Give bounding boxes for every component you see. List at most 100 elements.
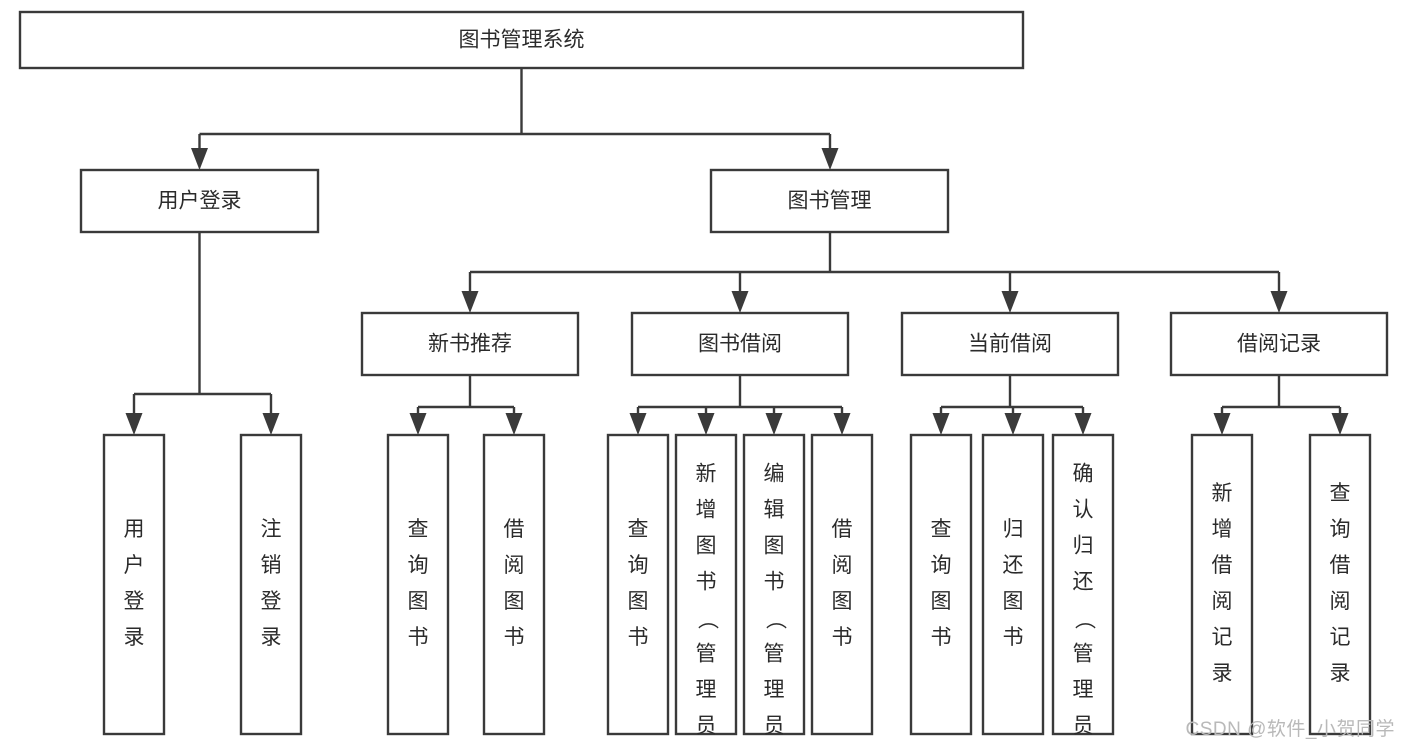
svg-text:还: 还 xyxy=(1003,554,1024,577)
svg-text:询: 询 xyxy=(931,554,952,577)
node-borrow-record-label: 借阅记录 xyxy=(1237,333,1321,356)
leaf-box-borrow-book-1[interactable] xyxy=(482,433,546,736)
svg-text:录: 录 xyxy=(1330,662,1351,685)
node-book-manage-box[interactable] xyxy=(709,168,950,234)
leaf-box-add-book[interactable] xyxy=(674,433,738,736)
arrow-to-leaf-query-book-2 xyxy=(629,413,647,435)
node-book-borrow-label: 图书借阅 xyxy=(698,333,782,356)
svg-text:（: （ xyxy=(1072,609,1095,630)
svg-text:阅: 阅 xyxy=(832,554,853,577)
svg-text:（: （ xyxy=(763,609,786,630)
node-book-manage[interactable]: 图书管理 xyxy=(709,168,950,234)
arrow-to-leaf-logout xyxy=(262,413,280,435)
edge-root-bus xyxy=(198,68,832,156)
svg-text:管: 管 xyxy=(1073,643,1094,666)
svg-text:录: 录 xyxy=(261,626,282,649)
node-user-login[interactable]: 用户登录 xyxy=(79,168,320,234)
svg-text:增: 增 xyxy=(696,499,717,522)
svg-text:辑: 辑 xyxy=(764,499,785,522)
node-root-box[interactable] xyxy=(18,10,1025,70)
svg-text:编: 编 xyxy=(764,463,785,486)
leaf-box-confirm-return[interactable] xyxy=(1051,433,1115,736)
svg-text:确: 确 xyxy=(1073,463,1094,486)
node-current-borrow-label: 当前借阅 xyxy=(968,333,1052,356)
leaf-box-logout[interactable] xyxy=(239,433,303,736)
svg-text:登: 登 xyxy=(261,590,282,613)
arrow-to-leaf-query-book-1 xyxy=(409,413,427,435)
svg-text:用: 用 xyxy=(124,518,145,541)
svg-text:图: 图 xyxy=(504,590,525,613)
svg-text:书: 书 xyxy=(628,626,649,649)
arrow-to-leaf-edit-book xyxy=(765,413,783,435)
svg-text:还: 还 xyxy=(1073,571,1094,594)
node-borrow-record[interactable]: 借阅记录 xyxy=(1169,311,1389,377)
svg-text:员: 员 xyxy=(696,715,717,738)
leaf-box-user-login[interactable] xyxy=(102,433,166,736)
node-book-borrow[interactable]: 图书借阅 xyxy=(630,311,850,377)
svg-text:销: 销 xyxy=(261,554,282,577)
svg-text:理: 理 xyxy=(764,679,785,702)
node-new-book-recommend-box[interactable] xyxy=(360,311,580,377)
svg-text:借: 借 xyxy=(504,518,525,541)
leaf-box-return-book[interactable] xyxy=(981,433,1045,736)
svg-text:员: 员 xyxy=(1073,715,1094,738)
svg-text:记: 记 xyxy=(1330,626,1351,649)
svg-text:借: 借 xyxy=(1330,554,1351,577)
leaf-text-layer: 用户登录注销登录查询图书借阅图书查询图书新增图书（管理员）编辑图书（管理员）借阅… xyxy=(124,463,1351,738)
leaf-box-query-book-3[interactable] xyxy=(909,433,973,736)
svg-text:理: 理 xyxy=(696,679,717,702)
leaf-box-query-book-2[interactable] xyxy=(606,433,670,736)
edge-borrowrecord-bus xyxy=(1220,375,1342,418)
arrow-to-leaf-add-record xyxy=(1213,413,1231,435)
svg-text:借: 借 xyxy=(1212,554,1233,577)
arrow-to-book-manage xyxy=(821,148,839,170)
leaf-box-add-record[interactable] xyxy=(1190,433,1254,736)
svg-text:录: 录 xyxy=(124,626,145,649)
arrow-to-leaf-query-record xyxy=(1331,413,1349,435)
edge-bookmanage-bus xyxy=(468,232,1281,296)
svg-text:图: 图 xyxy=(628,590,649,613)
arrow-to-leaf-add-book xyxy=(697,413,715,435)
svg-text:阅: 阅 xyxy=(1330,590,1351,613)
arrow-to-leaf-confirm-return xyxy=(1074,413,1092,435)
svg-text:阅: 阅 xyxy=(1212,590,1233,613)
svg-text:询: 询 xyxy=(1330,518,1351,541)
arrow-to-book-borrow xyxy=(731,291,749,313)
leaf-box-query-book-1[interactable] xyxy=(386,433,450,736)
svg-text:书: 书 xyxy=(931,626,952,649)
node-book-borrow-box[interactable] xyxy=(630,311,850,377)
leaf-box-query-record[interactable] xyxy=(1308,433,1372,736)
svg-text:借: 借 xyxy=(832,518,853,541)
svg-text:书: 书 xyxy=(504,626,525,649)
leaf-box-edit-book[interactable] xyxy=(742,433,806,736)
node-user-login-box[interactable] xyxy=(79,168,320,234)
svg-text:户: 户 xyxy=(124,554,145,577)
svg-text:查: 查 xyxy=(408,518,429,541)
arrow-to-leaf-borrow-book-2 xyxy=(833,413,851,435)
node-borrow-record-box[interactable] xyxy=(1169,311,1389,377)
svg-text:书: 书 xyxy=(408,626,429,649)
node-root[interactable]: 图书管理系统 xyxy=(18,10,1025,70)
leaf-box-borrow-book-2[interactable] xyxy=(810,433,874,736)
svg-text:查: 查 xyxy=(628,518,649,541)
svg-text:图: 图 xyxy=(1003,590,1024,613)
node-current-borrow[interactable]: 当前借阅 xyxy=(900,311,1120,377)
svg-text:书: 书 xyxy=(1003,626,1024,649)
arrow-to-current-borrow xyxy=(1001,291,1019,313)
arrow-to-leaf-borrow-book-1 xyxy=(505,413,523,435)
svg-text:图: 图 xyxy=(408,590,429,613)
node-new-book-recommend[interactable]: 新书推荐 xyxy=(360,311,580,377)
arrow-to-leaf-user-login xyxy=(125,413,143,435)
svg-text:书: 书 xyxy=(832,626,853,649)
svg-text:查: 查 xyxy=(1330,482,1351,505)
svg-text:记: 记 xyxy=(1212,626,1233,649)
svg-text:增: 增 xyxy=(1212,518,1233,541)
node-current-borrow-box[interactable] xyxy=(900,311,1120,377)
svg-text:新: 新 xyxy=(696,463,717,486)
